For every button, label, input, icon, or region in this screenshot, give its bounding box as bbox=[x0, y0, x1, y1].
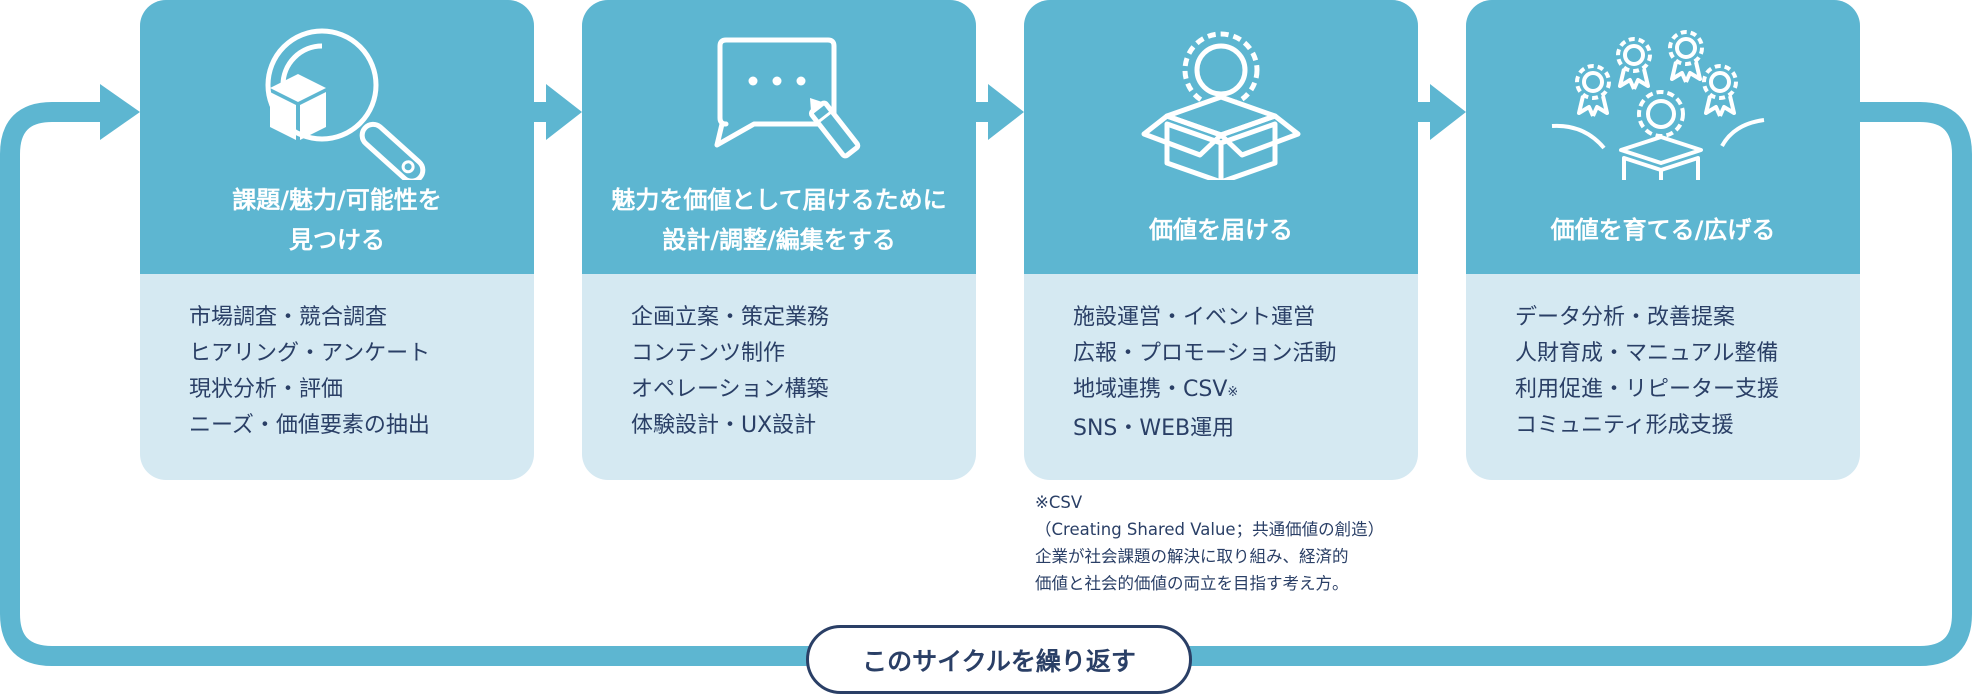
card-title: 魅力を価値として届けるために 設計/調整/編集をする bbox=[611, 186, 947, 254]
list-item: コミュニティ形成支援 bbox=[1515, 413, 1734, 438]
search-box-icon bbox=[265, 28, 426, 180]
list-item: 施設運営・イベント運営 bbox=[1073, 305, 1316, 330]
connector-arrow-2 bbox=[976, 84, 1024, 140]
cycle-label: このサイクルを繰り返す bbox=[806, 625, 1192, 694]
speech-bubble-pen-icon bbox=[714, 37, 861, 159]
list-item: SNS・WEB運用 bbox=[1073, 416, 1235, 441]
list-item: 体験設計・UX設計 bbox=[631, 413, 817, 438]
list-item: データ分析・改善提案 bbox=[1515, 305, 1736, 330]
connector-arrow-1 bbox=[534, 84, 582, 140]
list-item: ニーズ・価値要素の抽出 bbox=[189, 413, 430, 438]
step-card-4: 価値を育てる/広げる データ分析・改善提案 人財育成・マニュアル整備 利用促進・… bbox=[1466, 0, 1860, 480]
csv-footnote: ※CSV （Creating Shared Value；共通価値の創造） 企業が… bbox=[1035, 493, 1385, 593]
list-item: 地域連携・CSV※ bbox=[1073, 372, 1337, 411]
list-item: 現状分析・評価 bbox=[189, 377, 344, 402]
arrow-right-icon bbox=[1430, 84, 1466, 140]
card-header: 価値を育てる/広げる bbox=[1466, 0, 1860, 274]
arrow-right-icon bbox=[546, 84, 582, 140]
card-header: 課題/魅力/可能性を 見つける bbox=[140, 0, 534, 274]
list-item-text: 地域連携・CSV bbox=[1073, 377, 1228, 402]
list-item: ヒアリング・アンケート bbox=[189, 341, 431, 366]
list-item: オペレーション構築 bbox=[631, 377, 829, 402]
list-item: コンテンツ制作 bbox=[631, 341, 786, 366]
multiple-badges-box-icon bbox=[1551, 30, 1765, 180]
list-item: 市場調査・競合調査 bbox=[189, 305, 388, 330]
list-item: 企画立案・策定業務 bbox=[631, 305, 830, 330]
card-list: 市場調査・競合調査 ヒアリング・アンケート 現状分析・評価 ニーズ・価値要素の抽… bbox=[189, 300, 430, 444]
arrow-right-icon bbox=[988, 84, 1024, 140]
card-title: 価値を育てる/広げる bbox=[1550, 216, 1776, 244]
card-header: 魅力を価値として届けるために 設計/調整/編集をする bbox=[582, 0, 976, 274]
note-mark: ※ bbox=[1227, 385, 1239, 400]
step-card-2: 魅力を価値として届けるために 設計/調整/編集をする 企画立案・策定業務 コンテ… bbox=[582, 0, 976, 480]
step-card-1: 課題/魅力/可能性を 見つける 市場調査・競合調査 ヒアリング・アンケート 現状… bbox=[140, 0, 534, 480]
gift-box-badge-icon bbox=[1141, 31, 1301, 180]
card-list: 企画立案・策定業務 コンテンツ制作 オペレーション構築 体験設計・UX設計 bbox=[631, 300, 829, 444]
card-list: データ分析・改善提案 人財育成・マニュアル整備 利用促進・リピーター支援 コミュ… bbox=[1515, 300, 1779, 444]
card-title: 価値を届ける bbox=[1149, 216, 1293, 244]
list-item: 広報・プロモーション活動 bbox=[1073, 341, 1337, 366]
list-item: 人財育成・マニュアル整備 bbox=[1515, 341, 1779, 366]
card-list: 施設運営・イベント運営 広報・プロモーション活動 地域連携・CSV※ SNS・W… bbox=[1073, 300, 1337, 447]
step-card-3: 価値を届ける 施設運営・イベント運営 広報・プロモーション活動 地域連携・CSV… bbox=[1024, 0, 1418, 480]
card-title: 課題/魅力/可能性を 見つける bbox=[232, 186, 442, 254]
arrow-right-icon bbox=[100, 84, 140, 140]
connector-arrow-3 bbox=[1418, 84, 1466, 140]
list-item: 利用促進・リピーター支援 bbox=[1515, 377, 1780, 402]
card-header: 価値を届ける bbox=[1024, 0, 1418, 274]
